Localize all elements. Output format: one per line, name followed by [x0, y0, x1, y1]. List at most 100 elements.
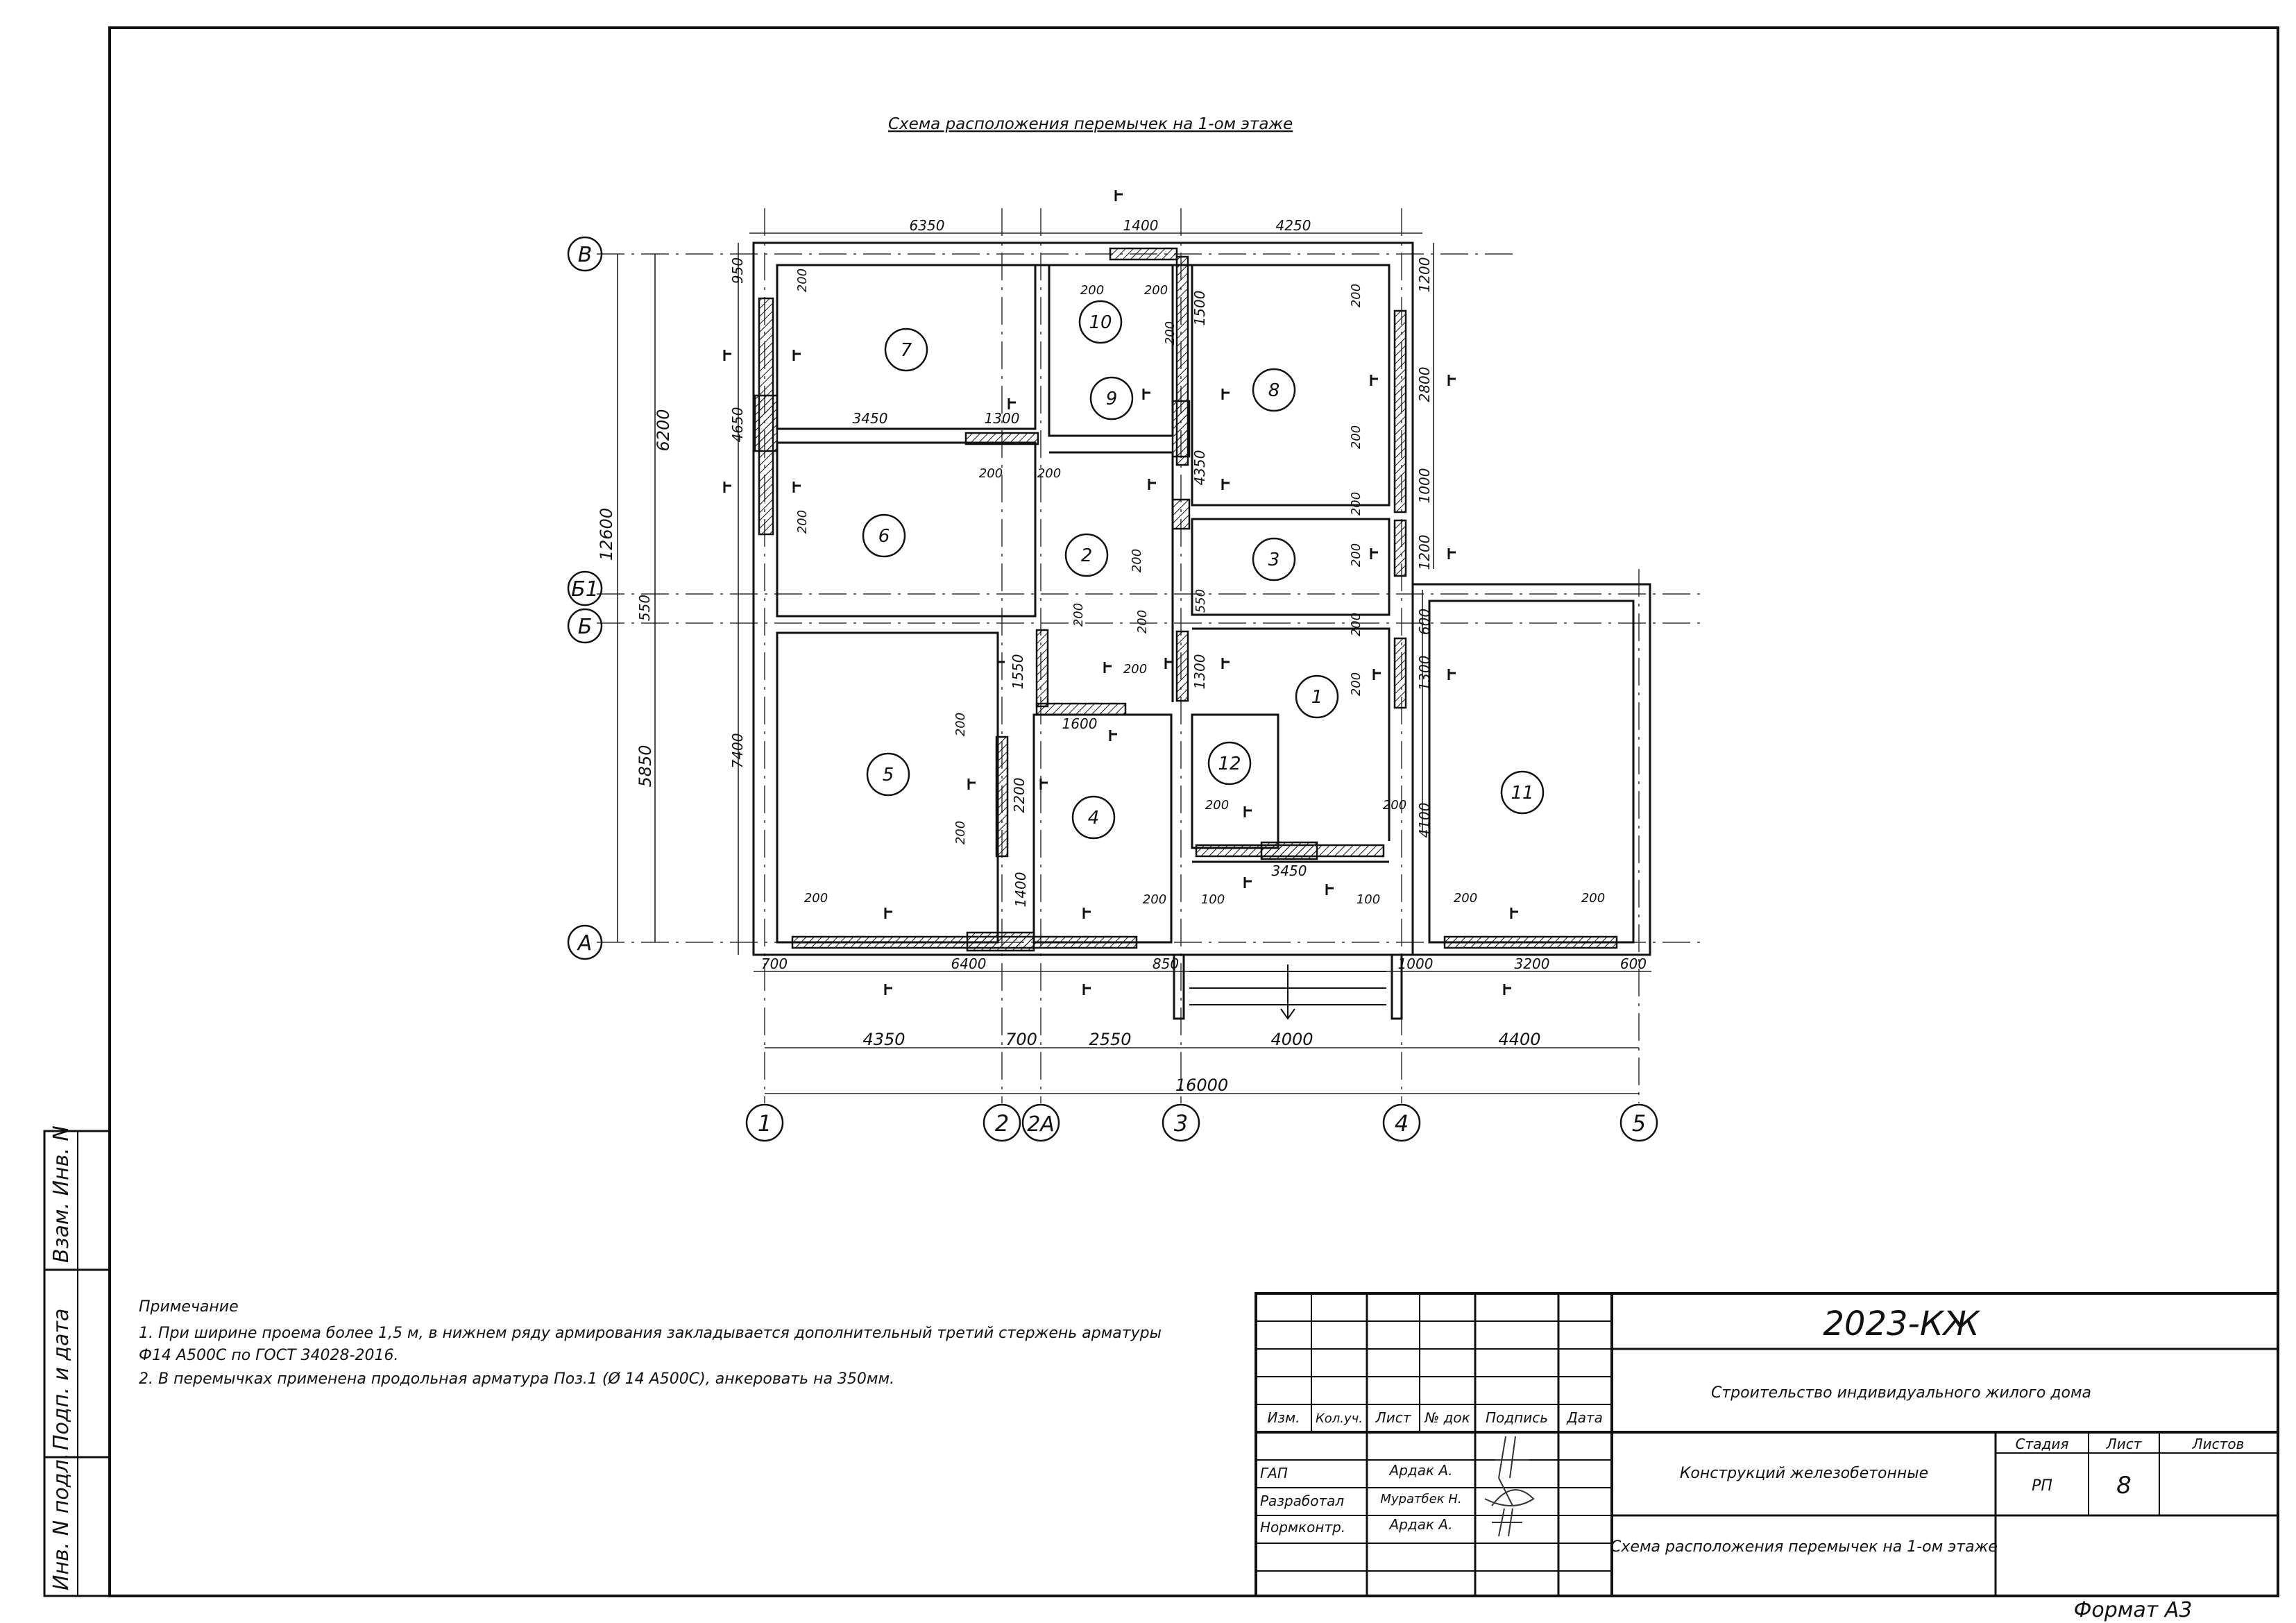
dimension-texts: 6350 1400 4250 700 6400 850 1000 3200 60… — [597, 217, 1647, 1095]
tb-section: Конструкций железобетонные — [1680, 1465, 1928, 1482]
dim-rw-4: 1200 — [1416, 535, 1433, 570]
dim-b2-5: 4400 — [1498, 1030, 1540, 1049]
drawing-title: Схема расположения перемычек на 1-ом эта… — [888, 115, 1293, 133]
dim-top-3: 4250 — [1276, 217, 1311, 234]
room-6: 6 — [878, 526, 890, 547]
dim-b1-6: 600 — [1620, 955, 1647, 972]
lintel-callouts: 200 200 200 200 200 200 200 200 200 200 … — [795, 269, 1605, 907]
tb-name-3: Ардак А. — [1388, 1516, 1453, 1533]
sheet-format: Формат А3 — [2074, 1598, 2193, 1622]
room-markers: 1 2 3 4 5 6 7 8 9 10 11 12 — [862, 300, 1545, 840]
axis-bubbles-numbers: 1 2 2А 3 4 5 — [745, 1103, 1658, 1142]
callout-200-c: 200 — [1080, 283, 1104, 298]
tb-header-podpis: Подпись — [1486, 1409, 1548, 1426]
notes-heading: Примечание — [139, 1298, 239, 1316]
tb-sheet-label: Лист — [2106, 1436, 2143, 1452]
axis-letter-b1: Б1 — [571, 577, 599, 602]
dim-in-13: 100 — [1357, 892, 1380, 907]
side-stamp-3: Инв. N подл. — [49, 1453, 74, 1590]
callout-200-o: 200 — [1349, 543, 1363, 567]
callout-200-b: 200 — [795, 510, 810, 534]
dim-rw-6: 1300 — [1416, 656, 1433, 691]
dim-b2-2: 700 — [1005, 1030, 1037, 1049]
side-stamp-1: Взам. Инв. N — [49, 1125, 74, 1263]
callout-200-a: 200 — [795, 269, 810, 292]
dim-rw-2: 2800 — [1416, 367, 1433, 402]
tb-name-1: Ардак А. — [1388, 1462, 1453, 1479]
dim-b1-1: 700 — [761, 955, 788, 972]
callout-200-v: 200 — [1205, 798, 1229, 813]
axis-number-3: 3 — [1174, 1110, 1188, 1137]
callout-200-p: 200 — [1349, 613, 1363, 636]
dim-in-7: 1550 — [1010, 654, 1026, 690]
dim-in-2: 1300 — [985, 410, 1020, 427]
signatures — [1484, 1436, 1535, 1537]
callout-200-t: 200 — [804, 891, 828, 906]
dim-rw-7: 4100 — [1416, 803, 1433, 838]
room-11: 11 — [1511, 783, 1533, 804]
note-1: 1. При ширине проема более 1,5 м, в нижн… — [139, 1325, 1162, 1342]
section-marks — [723, 190, 1518, 995]
room-9: 9 — [1106, 389, 1118, 409]
side-stamp: Взам. Инв. N Подп. и дата Инв. N подл. — [43, 1125, 111, 1597]
dim-lw-3: 7400 — [729, 733, 746, 769]
tb-project: Строительство индивидуального жилого дом… — [1711, 1384, 2091, 1402]
dim-left-3: 5850 — [636, 745, 655, 787]
room-5: 5 — [883, 765, 894, 785]
tb-header-data: Дата — [1566, 1409, 1603, 1426]
dim-b1-3: 850 — [1153, 955, 1179, 972]
dim-rw-3: 1000 — [1416, 468, 1433, 504]
dim-in-11: 3450 — [1272, 863, 1307, 879]
dim-b1-2: 6400 — [951, 955, 987, 972]
dim-top-1: 6350 — [910, 217, 945, 234]
callout-200-m: 200 — [1349, 425, 1363, 449]
room-8: 8 — [1268, 380, 1280, 401]
dim-b2-1: 4350 — [862, 1030, 905, 1049]
axis-letter-v: В — [578, 243, 593, 267]
callout-200-e: 200 — [979, 466, 1003, 481]
dim-b1-4: 1000 — [1398, 955, 1434, 972]
dim-rw-5: 600 — [1416, 609, 1433, 635]
note-1b: Ф14 А500С по ГОСТ 34028-2016. — [139, 1347, 398, 1364]
dim-b2-3: 2550 — [1089, 1030, 1131, 1049]
callout-200-f: 200 — [1037, 466, 1061, 481]
callout-200-n: 200 — [1349, 492, 1363, 516]
tb-role-razrabotal: Разработал — [1260, 1493, 1344, 1509]
tb-name-2: Муратбек Н. — [1380, 1492, 1461, 1506]
dim-rw-1: 1200 — [1416, 257, 1433, 293]
dim-in-8: 1600 — [1062, 715, 1098, 732]
tb-sheets-label: Листов — [2192, 1436, 2245, 1452]
dim-total: 16000 — [1175, 1076, 1228, 1095]
axis-number-1: 1 — [758, 1110, 772, 1137]
dim-in-10: 1400 — [1012, 872, 1029, 908]
dim-b2-4: 4000 — [1270, 1030, 1313, 1049]
sheet-frame — [108, 26, 2279, 1597]
callout-200-s: 200 — [953, 821, 968, 844]
callout-200-j: 200 — [1135, 610, 1150, 634]
tb-header-izm: Изм. — [1267, 1409, 1300, 1426]
callout-200-u: 200 — [1143, 892, 1166, 907]
title-block: Изм. Кол.уч. Лист № док Подпись Дата ГАП… — [1255, 1292, 2279, 1597]
axis-number-2a: 2А — [1027, 1112, 1055, 1137]
notes: Примечание 1. При ширине проема более 1,… — [139, 1298, 1162, 1388]
room-7: 7 — [901, 340, 912, 361]
dim-b1-5: 3200 — [1515, 955, 1550, 972]
callout-200-g: 200 — [1163, 321, 1177, 345]
dim-left-1: 6200 — [654, 409, 673, 451]
tb-header-list: Лист — [1375, 1409, 1412, 1426]
axis-letter-b: Б — [578, 615, 593, 639]
dim-in-5: 550 — [1193, 589, 1208, 613]
axis-bubbles-letters: В Б1 Б А — [567, 236, 603, 960]
dim-in-12: 100 — [1201, 892, 1225, 907]
callout-200-i: 200 — [1071, 603, 1086, 627]
callout-200-y: 200 — [1581, 891, 1605, 906]
callout-200-r: 200 — [953, 713, 968, 736]
dim-in-1: 3450 — [853, 410, 888, 427]
tb-sheet: 8 — [2116, 1472, 2132, 1499]
dim-in-6: 1300 — [1191, 654, 1208, 690]
tb-code: 2023-КЖ — [1823, 1305, 1981, 1343]
side-stamp-2: Подп. и дата — [49, 1309, 74, 1450]
room-10: 10 — [1089, 312, 1112, 333]
